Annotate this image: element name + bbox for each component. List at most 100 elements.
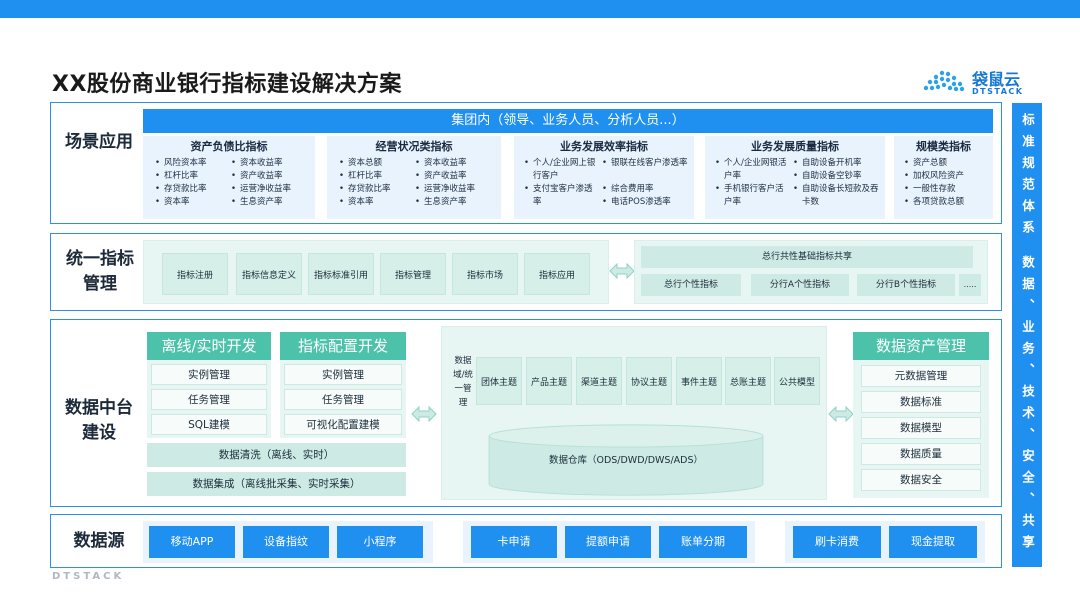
card-col1: 个人/企业网上银行客户 支付宝客户渗透率	[524, 157, 598, 209]
card-title: 业务发展效率指标	[560, 140, 648, 153]
dev-panel: 离线/实时开发 实例管理 任务管理 SQL建模 指标配置开发 实例管理 任务管理…	[143, 326, 411, 502]
domain-item[interactable]: 公共模型	[774, 357, 820, 405]
card-col2: 银联在线客户渗透率 综合费用率 电话POS渗透率	[602, 157, 690, 209]
metric-item: 存贷款比率	[339, 183, 413, 196]
offline-dev-item[interactable]: 任务管理	[151, 389, 267, 410]
metric-item: 运营净收益率	[231, 183, 311, 196]
domain-item[interactable]: 协议主题	[626, 357, 672, 405]
share-title: 总行共性基础指标共享	[641, 246, 973, 268]
domain-item[interactable]: 事件主题	[676, 357, 722, 405]
config-dev-item[interactable]: 任务管理	[284, 389, 402, 410]
metric-step[interactable]: 指标标准引用	[308, 253, 374, 295]
metric-item: 生息资产率	[231, 196, 311, 209]
metric-step[interactable]: 指标信息定义	[236, 253, 302, 295]
metric-item: 资本率	[339, 196, 413, 209]
share-item[interactable]: 分行A个性指标	[751, 274, 849, 296]
metric-item: 资本率	[155, 196, 229, 209]
asset-item[interactable]: 数据模型	[861, 417, 981, 439]
data-platform-section: 数据中台建设 离线/实时开发 实例管理 任务管理 SQL建模 指标配置开发 实例…	[50, 319, 1002, 507]
asset-mgmt-box: 元数据管理 数据标准 数据模型 数据质量 数据安全	[853, 360, 989, 498]
warehouse-label: 数据仓库（ODS/DWD/DWS/ADS）	[548, 455, 704, 466]
source-group: 移动APP 设备指纹 小程序	[143, 521, 433, 563]
scene-section: 场景应用 集团内（领导、业务人员、分析人员...） 资产负债比指标 风险资本率 …	[50, 102, 1002, 224]
metric-lifecycle-panel: 指标注册 指标信息定义 指标标准引用 指标管理 指标市场 指标应用	[143, 240, 609, 304]
config-dev-title: 指标配置开发	[280, 332, 406, 360]
brand-logo: 袋鼠云 DTSTACK	[922, 66, 1038, 98]
metric-mgmt-section: 统一指标管理 指标注册 指标信息定义 指标标准引用 指标管理 指标市场 指标应用…	[50, 233, 1002, 311]
domain-label: 数据域/统一管理	[453, 356, 473, 408]
share-item-more: .....	[959, 274, 981, 296]
metric-step[interactable]: 指标管理	[380, 253, 446, 295]
metric-item: 自助设备长短款及吞卡数	[793, 183, 881, 209]
metric-item: 电话POS渗透率	[602, 196, 690, 209]
source-item[interactable]: 卡申请	[471, 526, 557, 558]
data-source-section: 数据源 移动APP 设备指纹 小程序 卡申请 提额申请 账单分期 刷卡消费 现金…	[50, 514, 1002, 568]
data-source-label: 数据源	[73, 531, 125, 551]
source-item[interactable]: 小程序	[337, 526, 423, 558]
double-arrow-icon	[411, 405, 437, 423]
domain-item[interactable]: 渠道主题	[576, 357, 622, 405]
data-integration-bar[interactable]: 数据集成（离线批采集、实时采集）	[147, 472, 406, 496]
asset-mgmt-title: 数据资产管理	[853, 332, 989, 360]
metric-item: 资本收益率	[231, 157, 311, 170]
double-arrow-icon	[828, 405, 854, 423]
metric-item: 个人/企业网上银行客户	[524, 157, 598, 183]
standards-side-text: 标准规范体系 数据、业务、技术、安全、共享	[1020, 113, 1035, 557]
metric-item: 资产收益率	[231, 170, 311, 183]
source-group: 卡申请 提额申请 账单分期	[463, 521, 755, 563]
domain-item[interactable]: 团体主题	[476, 357, 522, 405]
metric-item: 运营净收益率	[415, 183, 497, 196]
domain-item[interactable]: 总账主题	[725, 357, 771, 405]
source-item[interactable]: 设备指纹	[243, 526, 329, 558]
card-title: 业务发展质量指标	[751, 140, 839, 153]
double-arrow-icon	[609, 262, 635, 280]
metric-step[interactable]: 指标注册	[162, 253, 228, 295]
source-item[interactable]: 移动APP	[149, 526, 235, 558]
source-item[interactable]: 提额申请	[565, 526, 651, 558]
source-item[interactable]: 账单分期	[659, 526, 747, 558]
asset-item[interactable]: 数据标准	[861, 391, 981, 413]
metric-step[interactable]: 指标市场	[452, 253, 518, 295]
metric-item: 资本总额	[339, 157, 413, 170]
metric-step[interactable]: 指标应用	[524, 253, 590, 295]
metric-item: 杠杆比率	[155, 170, 229, 183]
database-cylinder-icon	[488, 424, 764, 496]
card-col2: 自助设备开机率 自助设备空钞率 自助设备长短款及吞卡数	[793, 157, 881, 209]
card-title: 经营状况类指标	[375, 140, 453, 153]
config-dev-item[interactable]: 实例管理	[284, 364, 402, 385]
card-col2: 资本收益率 资产收益率 运营净收益率 生息资产率	[231, 157, 311, 209]
metric-item: 资本收益率	[415, 157, 497, 170]
card-title: 资产负债比指标	[190, 140, 268, 153]
metric-item: 加权风险资产	[904, 170, 990, 183]
top-accent-bar	[0, 0, 1080, 18]
data-warehouse-panel: 团体主题 产品主题 渠道主题 协议主题 事件主题 总账主题 公共模型 数据仓库（…	[441, 326, 827, 500]
card-title: 规模类指标	[916, 140, 971, 153]
metric-item: 个人/企业网银活户率	[715, 157, 789, 183]
metric-item: 一般性存款	[904, 183, 990, 196]
source-item[interactable]: 现金提取	[889, 526, 977, 558]
metric-item: 风险资本率	[155, 157, 229, 170]
data-cleaning-bar[interactable]: 数据清洗（离线、实时）	[147, 443, 406, 467]
asset-item[interactable]: 数据质量	[861, 443, 981, 465]
card-col1: 资产总额 加权风险资产 一般性存款 各项贷款总额	[904, 157, 990, 209]
share-item[interactable]: 分行B个性指标	[857, 274, 955, 296]
domain-item[interactable]: 产品主题	[526, 357, 572, 405]
offline-dev-item[interactable]: SQL建模	[151, 414, 267, 435]
offline-dev-item[interactable]: 实例管理	[151, 364, 267, 385]
metric-card: 资产负债比指标 风险资本率 杠杆比率 存贷款比率 资本率 资本收益率 资产收益率…	[143, 136, 315, 219]
source-item[interactable]: 刷卡消费	[793, 526, 881, 558]
share-item[interactable]: 总行个性指标	[641, 274, 741, 296]
metric-card: 业务发展质量指标 个人/企业网银活户率 手机银行客户活户率 自助设备开机率 自助…	[705, 136, 885, 219]
metric-card: 业务发展效率指标 个人/企业网上银行客户 支付宝客户渗透率 银联在线客户渗透率 …	[514, 136, 694, 219]
offline-dev-box: 实例管理 任务管理 SQL建模	[147, 360, 271, 438]
config-dev-item[interactable]: 可视化配置建模	[284, 414, 402, 435]
asset-item[interactable]: 数据安全	[861, 469, 981, 491]
metric-item: 存贷款比率	[155, 183, 229, 196]
metric-item: 资产总额	[904, 157, 990, 170]
card-col1: 风险资本率 杠杆比率 存贷款比率 资本率	[155, 157, 229, 209]
metric-mgmt-label: 统一指标管理	[66, 249, 134, 294]
asset-item[interactable]: 元数据管理	[861, 365, 981, 387]
scene-label: 场景应用	[65, 132, 133, 152]
scene-banner: 集团内（领导、业务人员、分析人员...）	[143, 109, 993, 133]
metric-item: 综合费用率	[602, 183, 690, 196]
